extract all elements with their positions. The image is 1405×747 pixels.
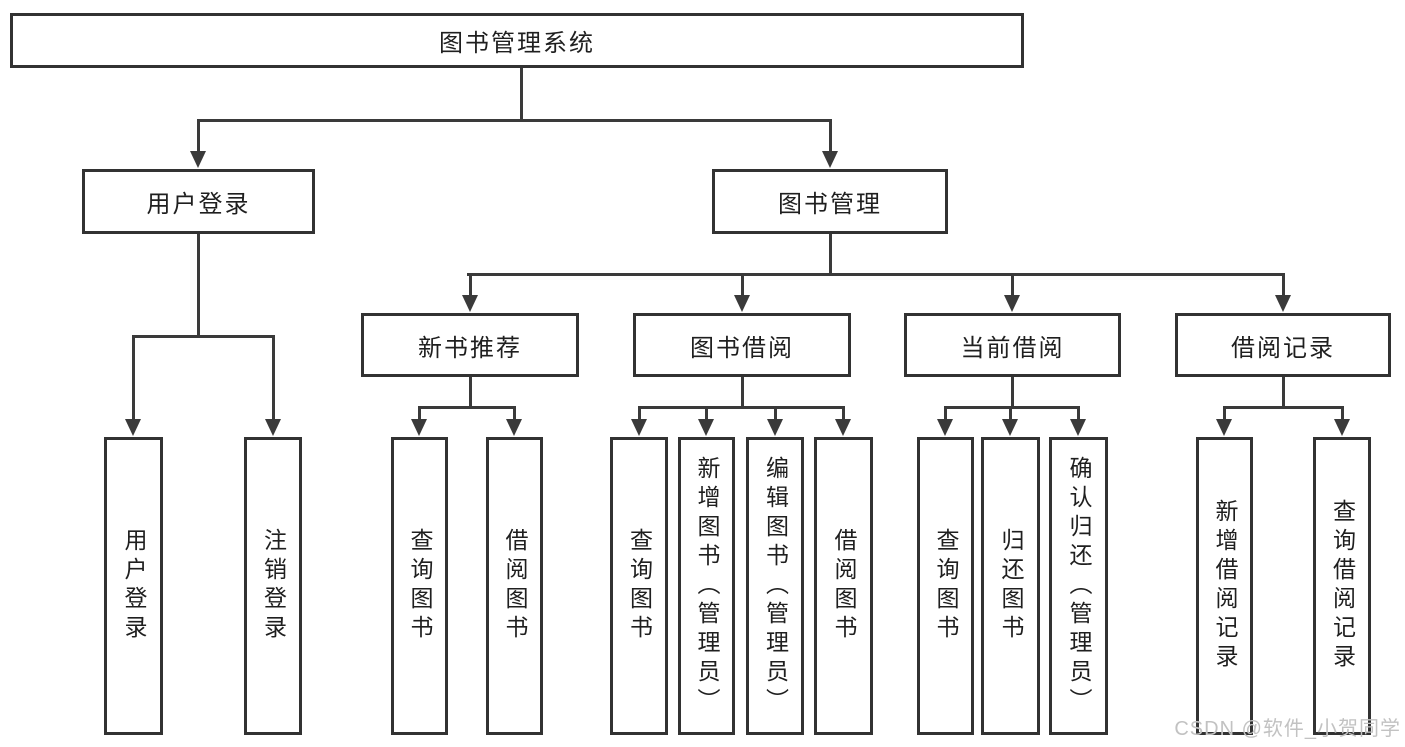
leaf-borrow-books: 借阅图书 xyxy=(814,437,873,735)
connector-vline xyxy=(741,377,744,408)
connector-vline xyxy=(1282,377,1285,408)
leaf-query-books-recommend: 查询图书 xyxy=(391,437,448,735)
leaf-label: 归还图书 xyxy=(998,528,1024,644)
arrow-down-icon xyxy=(265,419,281,436)
connector-vline xyxy=(1011,377,1014,408)
leaf-query-borrow-record: 查询借阅记录 xyxy=(1313,437,1371,735)
connector-hline xyxy=(1223,406,1343,409)
leaf-label: 新增借阅记录 xyxy=(1212,499,1238,673)
connector-vline xyxy=(829,119,832,157)
arrow-down-icon xyxy=(190,151,206,168)
leaf-user-login: 用户登录 xyxy=(104,437,163,735)
arrow-down-icon xyxy=(462,295,478,312)
leaf-confirm-return-admin: 确认归还（管理员） xyxy=(1049,437,1108,735)
leaf-logout: 注销登录 xyxy=(244,437,302,735)
connector-vline xyxy=(1282,273,1285,300)
connector-vline xyxy=(469,377,472,408)
connector-vline xyxy=(842,406,845,424)
leaf-return-books: 归还图书 xyxy=(981,437,1040,735)
leaf-add-books-admin: 新增图书（管理员） xyxy=(678,437,735,735)
csdn-watermark: CSDN @软件_小贺同学 xyxy=(1174,718,1401,740)
arrow-down-icon xyxy=(937,419,953,436)
connector-vline xyxy=(774,406,777,424)
connector-hline xyxy=(132,335,274,338)
connector-hline xyxy=(197,119,832,122)
node-library-management-system: 图书管理系统 xyxy=(10,13,1024,68)
leaf-label: 查询图书 xyxy=(407,528,433,644)
leaf-edit-books-admin: 编辑图书（管理员） xyxy=(746,437,804,735)
arrow-down-icon xyxy=(822,151,838,168)
node-current-borrowing: 当前借阅 xyxy=(904,313,1121,377)
connector-hline xyxy=(418,406,515,409)
connector-vline xyxy=(469,273,472,300)
leaf-label: 借阅图书 xyxy=(502,528,528,644)
arrow-down-icon xyxy=(1002,419,1018,436)
node-new-book-recommend: 新书推荐 xyxy=(361,313,579,377)
connector-vline xyxy=(829,234,832,275)
arrow-down-icon xyxy=(1275,295,1291,312)
leaf-label: 编辑图书（管理员） xyxy=(762,455,789,717)
arrow-down-icon xyxy=(411,419,427,436)
connector-vline xyxy=(513,406,516,424)
leaf-label: 查询图书 xyxy=(626,528,653,644)
connector-vline xyxy=(1223,406,1226,424)
arrow-down-icon xyxy=(506,419,522,436)
connector-vline xyxy=(705,406,708,424)
connector-vline xyxy=(197,119,200,157)
connector-hline xyxy=(467,273,1284,276)
node-borrowing-records: 借阅记录 xyxy=(1175,313,1391,377)
leaf-borrow-books-recommend: 借阅图书 xyxy=(486,437,543,735)
leaf-label: 用户登录 xyxy=(121,528,147,644)
connector-vline xyxy=(132,335,135,425)
connector-vline xyxy=(944,406,947,424)
connector-vline xyxy=(741,273,744,300)
connector-vline xyxy=(1009,406,1012,424)
leaf-query-books-current: 查询图书 xyxy=(917,437,974,735)
leaf-add-borrow-record: 新增借阅记录 xyxy=(1196,437,1253,735)
arrow-down-icon xyxy=(1070,419,1086,436)
connector-hline xyxy=(638,406,844,409)
leaf-label: 注销登录 xyxy=(260,528,287,644)
arrow-down-icon xyxy=(1004,295,1020,312)
connector-vline xyxy=(520,68,523,121)
arrow-down-icon xyxy=(734,295,750,312)
arrow-down-icon xyxy=(1216,419,1232,436)
arrow-down-icon xyxy=(698,419,714,436)
connector-vline xyxy=(1077,406,1080,424)
node-book-borrowing: 图书借阅 xyxy=(633,313,851,377)
arrow-down-icon xyxy=(767,419,783,436)
connector-vline xyxy=(272,335,275,425)
connector-vline xyxy=(418,406,421,424)
leaf-query-books-borrowing: 查询图书 xyxy=(610,437,668,735)
connector-vline xyxy=(1011,273,1014,300)
arrow-down-icon xyxy=(125,419,141,436)
leaf-label: 确认归还（管理员） xyxy=(1066,455,1092,717)
connector-vline xyxy=(197,234,200,337)
arrow-down-icon xyxy=(1334,419,1350,436)
connector-vline xyxy=(638,406,641,424)
leaf-label: 查询借阅记录 xyxy=(1329,499,1356,673)
leaf-label: 查询图书 xyxy=(933,528,959,644)
leaf-label: 借阅图书 xyxy=(831,528,857,644)
connector-vline xyxy=(1341,406,1344,424)
arrow-down-icon xyxy=(835,419,851,436)
leaf-label: 新增图书（管理员） xyxy=(694,455,720,717)
arrow-down-icon xyxy=(631,419,647,436)
node-user-login: 用户登录 xyxy=(82,169,315,234)
node-book-management: 图书管理 xyxy=(712,169,948,234)
